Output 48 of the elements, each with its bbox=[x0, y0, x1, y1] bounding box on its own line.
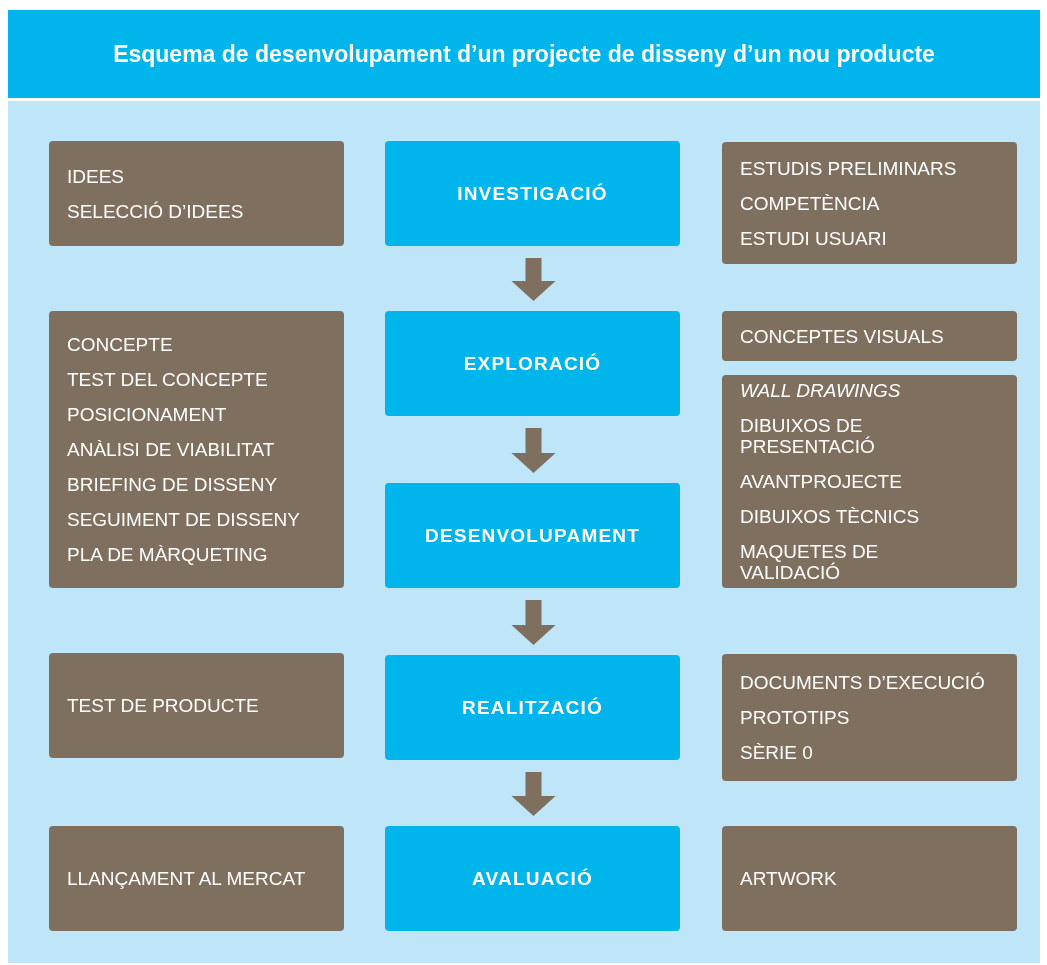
item-text: ANÀLISI DE VIABILITAT bbox=[67, 439, 276, 460]
stage-box bbox=[385, 826, 680, 931]
info-card bbox=[722, 826, 1017, 931]
arrow bbox=[511, 428, 556, 473]
item-text: AVANTPROJECTE bbox=[740, 471, 903, 492]
item-text: SEGUIMENT DE DISSENY bbox=[67, 509, 301, 530]
stage-label: REALITZACIÓ bbox=[462, 696, 603, 719]
info-card bbox=[49, 826, 344, 931]
item-text: WALL DRAWINGS bbox=[740, 380, 902, 401]
info-card bbox=[49, 311, 344, 588]
item-text: DIBUIXOS DE PRESENTACIÓ bbox=[740, 415, 876, 457]
stage-label: INVESTIGACIÓ bbox=[457, 182, 608, 205]
info-card bbox=[722, 375, 1017, 588]
item-text: DOCUMENTS D’EXECUCIÓ bbox=[740, 672, 986, 693]
stage-label: DESENVOLUPAMENT bbox=[424, 524, 641, 547]
item-text: ESTUDIS PRELIMINARS bbox=[740, 157, 958, 179]
info-card bbox=[722, 654, 1017, 781]
item-text: SELECCIÓ D’IDEES bbox=[67, 200, 245, 222]
item-text: BRIEFING DE DISSENY bbox=[67, 474, 279, 495]
item-text: PLA DE MÀRQUETING bbox=[67, 544, 269, 565]
item-text: TEST DE PRODUCTE bbox=[67, 695, 260, 716]
info-card bbox=[722, 311, 1017, 361]
stage-box bbox=[385, 311, 680, 416]
info-card bbox=[49, 653, 344, 758]
stage-label: EXPLORACIÓ bbox=[463, 352, 602, 375]
item-text: PROTOTIPS bbox=[740, 707, 851, 728]
stage-label: AVALUACIÓ bbox=[472, 867, 593, 890]
arrow bbox=[511, 600, 556, 645]
item-text: ESTUDI USUARI bbox=[740, 227, 888, 249]
arrow bbox=[511, 258, 556, 301]
item-text: ARTWORK bbox=[740, 868, 838, 889]
item-text: COMPETÈNCIA bbox=[740, 192, 881, 214]
item-text: LLANÇAMENT AL MERCAT bbox=[67, 868, 307, 889]
item-text: IDEES bbox=[67, 165, 126, 187]
item-text: MAQUETES DE VALIDACIÓ bbox=[740, 541, 880, 583]
stage-box bbox=[385, 141, 680, 246]
stage-box bbox=[385, 655, 680, 760]
item-text: TEST DEL CONCEPTE bbox=[67, 369, 269, 390]
info-card bbox=[49, 141, 344, 246]
info-card bbox=[722, 142, 1017, 264]
item-text: CONCEPTES VISUALS bbox=[740, 325, 945, 347]
item-text: DIBUIXOS TÈCNICS bbox=[740, 506, 921, 527]
item-text: CONCEPTE bbox=[67, 334, 174, 355]
arrow bbox=[511, 772, 556, 816]
item-text: SÈRIE 0 bbox=[740, 742, 814, 763]
stage-box bbox=[385, 483, 680, 588]
item-text: POSICIONAMENT bbox=[67, 404, 228, 425]
title: Esquema de desenvolupament d’un projecte de disseny d’un nou producte bbox=[113, 40, 935, 68]
